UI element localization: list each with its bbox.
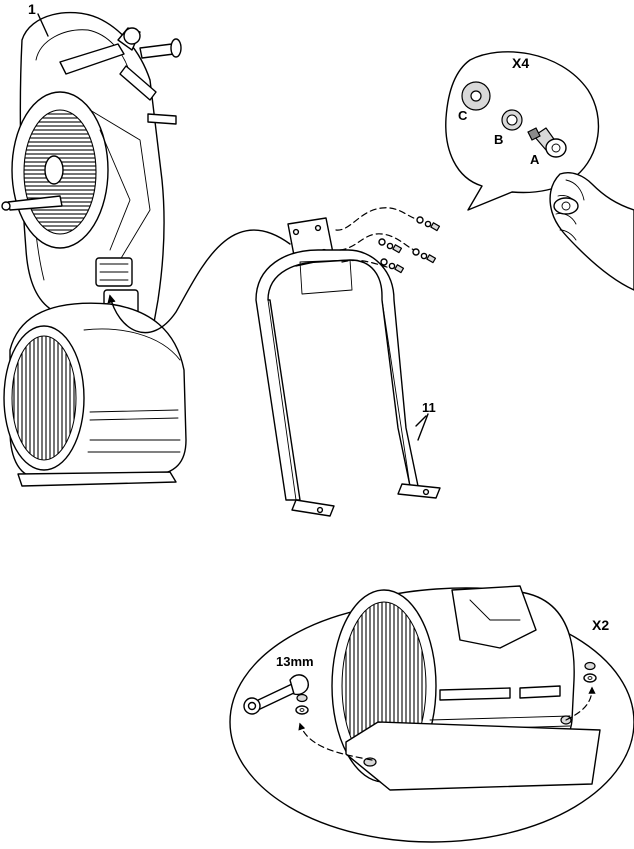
- part-label-a: A: [530, 152, 540, 167]
- quantity-label-x4: X4: [512, 55, 529, 71]
- part-label-11: 11: [422, 400, 436, 415]
- washer-c-icon: [462, 82, 490, 110]
- quantity-label-x2: X2: [592, 617, 609, 633]
- hardware-set: [379, 217, 439, 273]
- wrench-size-label: 13mm: [276, 654, 314, 669]
- part-label-b: B: [494, 132, 503, 147]
- part-label-c: C: [458, 108, 468, 123]
- hand-icon: [550, 173, 634, 290]
- lock-washer-b-icon: [502, 110, 522, 130]
- foot-detail-housing: [332, 586, 600, 790]
- leader-part-11: [418, 414, 428, 440]
- part-label-1: 1: [28, 1, 36, 17]
- bike-frame: [2, 13, 186, 486]
- stand: [256, 218, 440, 516]
